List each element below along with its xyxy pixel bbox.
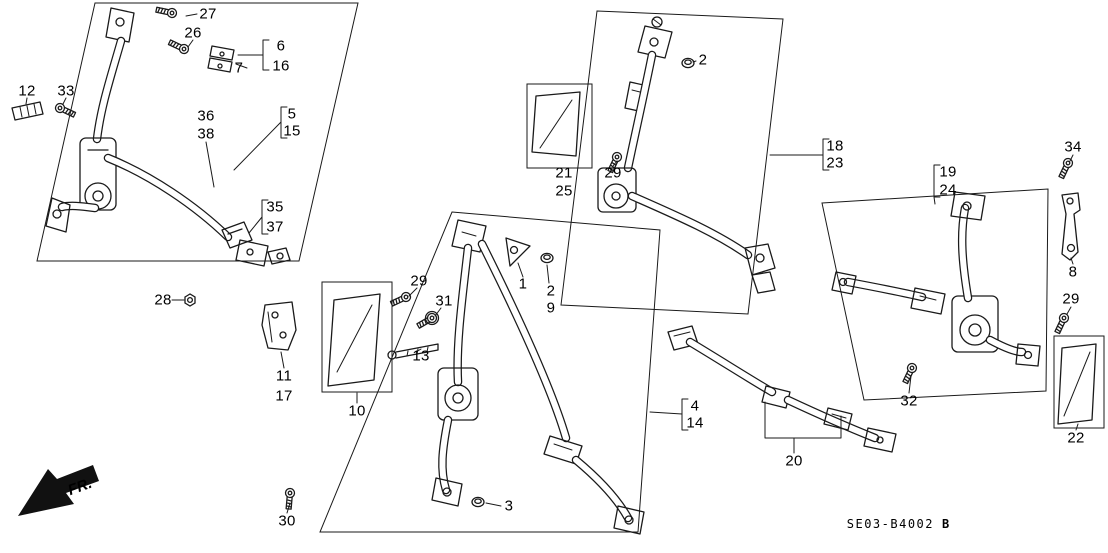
fr-direction-arrow [18, 465, 99, 516]
bolt-32-icon [900, 361, 919, 386]
part-label-35: 35 [266, 198, 284, 216]
part-label-29-c: 29 [410, 272, 428, 290]
part-label-22: 22 [1067, 429, 1085, 447]
part-label-9: 9 [546, 299, 556, 317]
part-label-31: 31 [435, 292, 453, 310]
part-label-25: 25 [555, 182, 573, 200]
part-label-34: 34 [1064, 138, 1082, 156]
rod-13-drawing [387, 343, 439, 360]
part-label-15: 15 [283, 122, 301, 140]
bolt-34-icon [1056, 156, 1075, 181]
nut-28-icon [184, 293, 196, 307]
rear-seatbelt-assembly-top [597, 16, 776, 294]
part-label-18: 18 [826, 137, 844, 155]
part-label-26: 26 [184, 24, 202, 42]
latch-8-drawing [1061, 192, 1081, 261]
part-label-19: 19 [939, 163, 957, 181]
clip-6-7-16-drawing [207, 45, 235, 73]
protector-sheet-22 [1057, 343, 1097, 425]
bolt-27-icon [154, 4, 178, 19]
assembly-boxes [36, 2, 1105, 533]
part-label-7: 7 [234, 59, 244, 77]
bolt-29-left-icon [388, 290, 413, 309]
cover-11-17-drawing [261, 301, 297, 351]
diagram-code-suffix: B [942, 517, 950, 531]
part-label-2-b: 2 [546, 282, 556, 300]
part-label-21: 21 [555, 164, 573, 182]
part-label-28: 28 [154, 291, 172, 309]
part-label-14: 14 [686, 414, 704, 432]
rail-12-drawing [11, 101, 44, 121]
protector-sheet-21-25 [531, 91, 581, 157]
center-lap-belt-assembly [667, 325, 897, 453]
diagram-code: SE03-B4002 B [847, 517, 949, 531]
bolt-31-icon [415, 310, 440, 331]
center-seatbelt-assembly [431, 219, 645, 535]
part-label-23: 23 [826, 154, 844, 172]
bolt-29-right-icon [1052, 311, 1071, 336]
part-label-5: 5 [287, 105, 297, 123]
part-label-6: 6 [276, 37, 286, 55]
rear-seatbelt-assembly-right [831, 191, 1041, 367]
part-label-4: 4 [690, 397, 700, 415]
part-label-29-a: 29 [604, 164, 622, 182]
part-label-3: 3 [504, 497, 514, 515]
part-label-24: 24 [939, 181, 957, 199]
part-label-36: 36 [197, 107, 215, 125]
part-label-27: 27 [199, 5, 217, 23]
part-label-1: 1 [518, 275, 528, 293]
diagram-code-text: SE03-B4002 [846, 517, 935, 531]
part-label-17: 17 [275, 387, 293, 405]
part-label-12: 12 [18, 82, 36, 100]
part-label-29-b: 29 [1062, 290, 1080, 308]
hanger-1-drawing [505, 237, 531, 267]
buckle-tongue-drawing [221, 221, 291, 267]
part-label-16: 16 [272, 57, 290, 75]
part-label-8: 8 [1068, 263, 1078, 281]
grommet-3-icon [471, 496, 485, 508]
bolt-33-icon [53, 101, 78, 120]
part-label-10: 10 [348, 402, 366, 420]
part-label-30: 30 [278, 512, 296, 530]
left-seatbelt-assembly [45, 7, 291, 267]
part-label-37: 37 [266, 218, 284, 236]
grommet-2-9-icon [540, 252, 554, 264]
part-label-2-a: 2 [698, 51, 708, 69]
part-label-13: 13 [412, 347, 430, 365]
protector-sheet-10 [327, 293, 381, 387]
part-label-11: 11 [275, 367, 293, 385]
leader-lines [25, 13, 1079, 514]
part-label-38: 38 [197, 125, 215, 143]
part-label-32: 32 [900, 392, 918, 410]
part-label-20: 20 [785, 452, 803, 470]
part-label-33: 33 [57, 82, 75, 100]
